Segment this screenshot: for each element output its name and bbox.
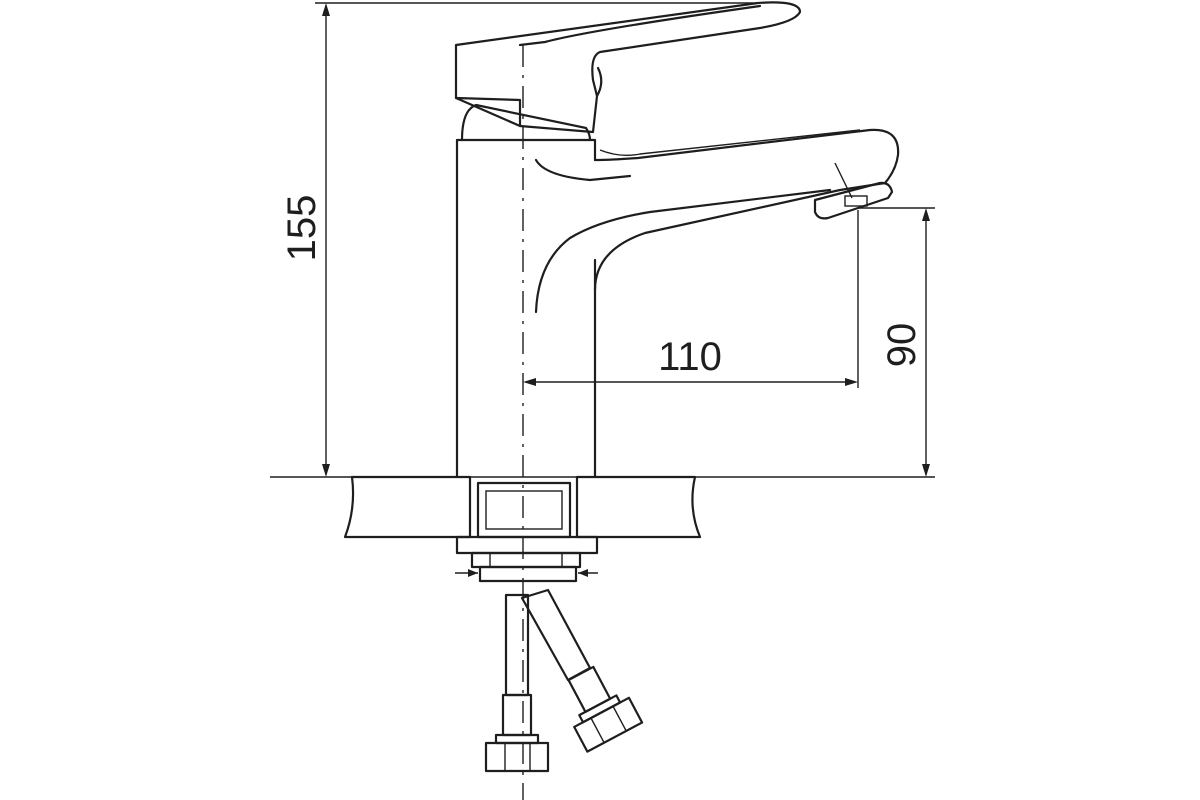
lever-handle <box>454 1 802 134</box>
arrow-head-icon <box>523 378 536 386</box>
countertop-right-hatch <box>575 475 702 539</box>
hose-left-braid <box>504 593 530 697</box>
lever-top-edge <box>518 4 762 47</box>
dimension-spout-height: 90 <box>858 207 935 477</box>
aerator-seam <box>834 162 853 199</box>
aerator-tip <box>844 195 868 207</box>
fixing-nut <box>470 551 582 569</box>
hose-right-ferrule <box>567 665 612 713</box>
arrow-head-icon <box>845 378 858 386</box>
hose-left-nut <box>484 741 550 773</box>
countertop-left-hatch <box>343 475 472 539</box>
dimension-overall-height: 155 <box>280 2 760 477</box>
dim-label-110: 110 <box>658 335 722 379</box>
arrow-head-icon <box>468 569 478 577</box>
arrow-head-icon <box>922 208 930 221</box>
spout-top-curve <box>534 158 632 182</box>
spout-upper-outline <box>593 128 900 292</box>
hose-right-braid <box>520 588 592 682</box>
dimension-spout-reach: 110 <box>523 210 859 388</box>
column-left-edge <box>455 138 597 479</box>
hose-right-nut <box>573 696 644 753</box>
aerator <box>813 181 894 220</box>
hose-left-ferrule <box>501 693 533 737</box>
spout-shade-line <box>599 129 861 157</box>
cartridge-cap <box>460 103 592 142</box>
dim-label-155: 155 <box>280 195 324 262</box>
fixing-nut-lower <box>478 565 578 583</box>
threaded-shank-inner <box>485 490 563 530</box>
arrow-head-icon <box>322 464 330 477</box>
arrow-head-icon <box>922 464 930 477</box>
lever-hinge <box>595 66 603 98</box>
arrow-head-icon <box>322 3 330 16</box>
hose-right-fitting <box>567 665 644 753</box>
spout-lower-outline <box>534 188 832 314</box>
lever-side-face <box>454 96 522 128</box>
arrow-head-icon <box>578 569 588 577</box>
dim-label-90: 90 <box>880 323 924 368</box>
faucet-body <box>454 1 900 479</box>
supply-hoses <box>484 588 644 773</box>
mounting-washer <box>455 535 599 555</box>
countertop-section <box>270 475 935 583</box>
